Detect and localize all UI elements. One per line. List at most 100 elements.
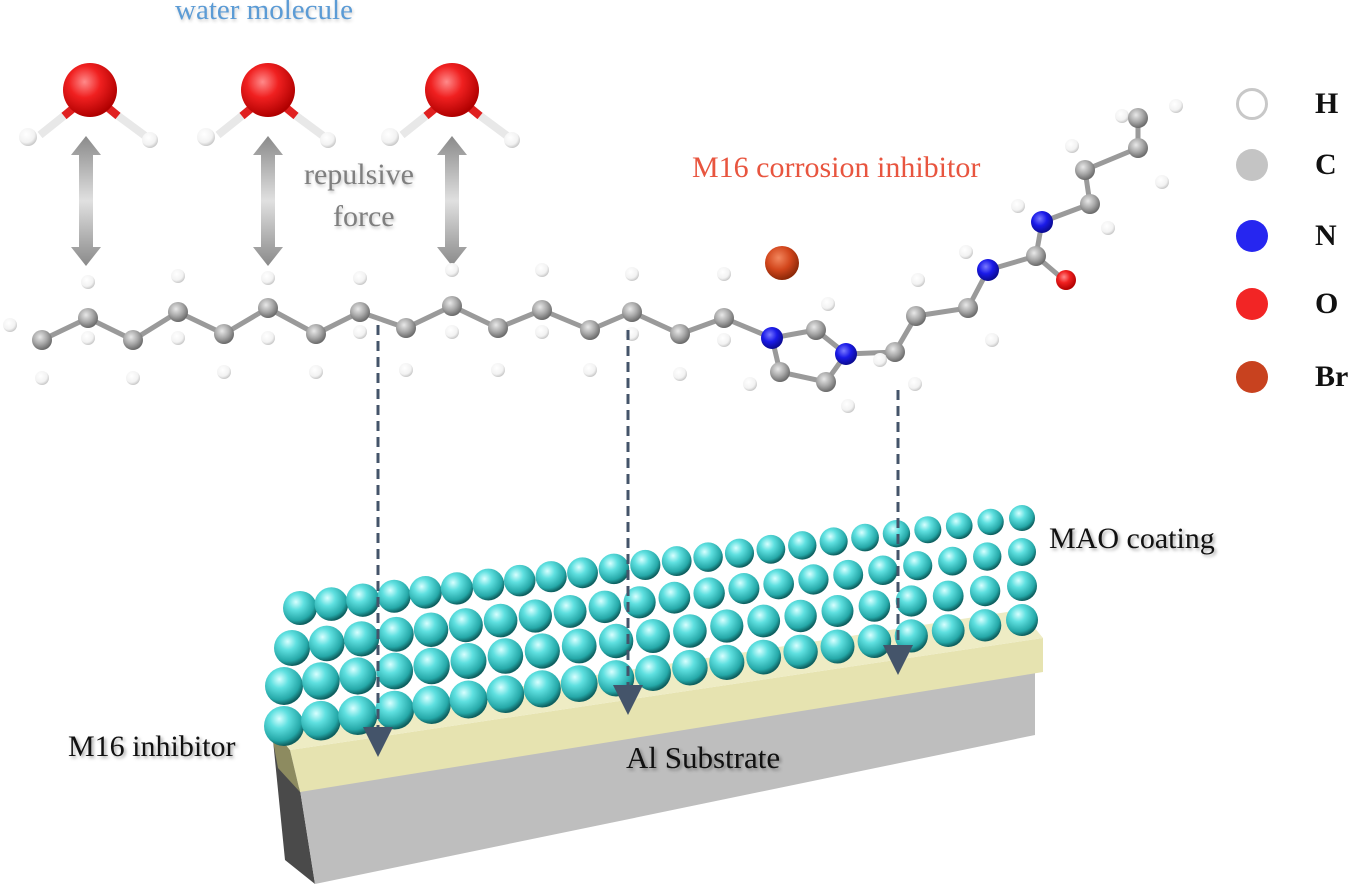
- mao-sphere: [1009, 505, 1035, 531]
- hydrogen-atom: [911, 273, 925, 287]
- carbon-atom: [670, 324, 690, 344]
- hydrogen-atom: [353, 325, 367, 339]
- mao-sphere: [820, 629, 855, 664]
- mao-sphere: [518, 599, 552, 633]
- nitrogen-atom: [835, 343, 857, 365]
- mao-sphere: [523, 670, 561, 708]
- legend-item-o: O: [1236, 287, 1338, 321]
- mao-coating-spheres: [264, 505, 1038, 746]
- carbon-atom: [350, 302, 370, 322]
- bromine-swatch-icon: [1236, 361, 1268, 393]
- hydrogen-atom: [535, 263, 549, 277]
- hydrogen-atom: [841, 399, 855, 413]
- double-arrow-icon: [437, 136, 467, 266]
- mao-sphere: [449, 680, 488, 719]
- hydrogen-atom: [985, 333, 999, 347]
- legend-item-h: H: [1236, 87, 1338, 121]
- mao-sphere: [413, 612, 449, 647]
- mao-sphere: [487, 638, 524, 674]
- mao-sphere: [969, 575, 1001, 607]
- mao-sphere: [588, 590, 622, 624]
- hydrogen-atom: [81, 275, 95, 289]
- mao-sphere: [728, 573, 760, 605]
- hydrogen-atom: [625, 267, 639, 281]
- hydrogen-atom: [673, 367, 687, 381]
- mao-sphere: [283, 591, 317, 625]
- mao-sphere: [724, 538, 755, 568]
- hydrogen-atom: [142, 132, 158, 148]
- hydrogen-atom: [3, 318, 17, 332]
- mao-sphere: [483, 603, 518, 638]
- hydrogen-atom: [583, 363, 597, 377]
- hydrogen-atom: [821, 297, 835, 311]
- legend-label: N: [1315, 219, 1337, 252]
- mao-sphere: [977, 508, 1004, 536]
- carbon-atom: [396, 318, 416, 338]
- mao-sphere: [709, 644, 745, 681]
- water-molecule: [197, 63, 336, 148]
- mao-sphere: [343, 621, 380, 657]
- repulsive-force-arrow: [253, 136, 283, 266]
- mao-sphere: [409, 576, 442, 609]
- hydrogen-atom: [1011, 199, 1025, 213]
- carbon-atom: [1075, 160, 1095, 180]
- nitrogen-atom: [761, 327, 783, 349]
- hydrogen-swatch-icon: [1236, 88, 1268, 120]
- carbon-atom: [885, 342, 905, 362]
- carbon-atom: [1128, 108, 1148, 128]
- mao-sphere: [851, 523, 879, 552]
- mao-sphere: [567, 557, 598, 589]
- water-molecules: [19, 63, 520, 148]
- repulsive-force-arrow: [71, 136, 101, 266]
- legend-item-c: C: [1236, 148, 1337, 182]
- mao-sphere: [938, 546, 967, 576]
- carbon-atom: [906, 306, 926, 326]
- mao-sphere: [819, 527, 848, 556]
- carbon-atom: [806, 320, 826, 340]
- hydrogen-atom: [445, 263, 459, 277]
- carbon-atom: [580, 320, 600, 340]
- m16-inhibitor-label: M16 inhibitor: [68, 730, 236, 763]
- repulsive-force-arrows: [71, 136, 467, 266]
- carbon-atom: [770, 362, 790, 382]
- hydrogen-atom: [959, 245, 973, 259]
- carbon-atom: [214, 324, 234, 344]
- hydrogen-atom: [504, 132, 520, 148]
- mao-sphere: [598, 553, 630, 585]
- mao-sphere: [747, 604, 781, 638]
- mao-sphere: [635, 655, 671, 691]
- mao-sphere: [265, 667, 303, 705]
- mao-sphere: [486, 675, 525, 713]
- carbon-atom: [32, 330, 52, 350]
- carbon-atom: [1128, 138, 1148, 158]
- oxygen-atom: [425, 63, 479, 117]
- water-molecule: [381, 63, 520, 148]
- al-substrate-label: Al Substrate: [626, 740, 781, 775]
- mao-sphere: [301, 700, 341, 741]
- hydrogen-atom: [717, 267, 731, 281]
- mao-sphere: [857, 624, 892, 658]
- mao-sphere: [346, 583, 380, 617]
- mao-sphere: [503, 564, 536, 597]
- mao-sphere: [932, 580, 964, 612]
- mao-sphere: [895, 585, 927, 617]
- mao-sphere: [561, 628, 597, 664]
- mao-sphere: [1006, 604, 1038, 636]
- mao-sphere: [376, 652, 414, 690]
- mao-sphere: [339, 657, 377, 695]
- hydrogen-atom: [535, 325, 549, 339]
- hydrogen-atom: [309, 365, 323, 379]
- legend-item-n: N: [1236, 219, 1337, 253]
- hydrogen-atom: [81, 331, 95, 345]
- m16-molecule: [3, 99, 1183, 413]
- mao-sphere: [894, 619, 928, 653]
- mao-sphere: [973, 542, 1002, 571]
- mao-sphere: [945, 512, 973, 540]
- legend-item-br: Br: [1236, 360, 1348, 394]
- carbon-atom: [306, 324, 326, 344]
- nitrogen-swatch-icon: [1236, 220, 1268, 252]
- mao-sphere: [968, 609, 1002, 642]
- carbon-atom: [622, 302, 642, 322]
- mao-sphere: [693, 542, 723, 572]
- oxygen-atom: [1056, 270, 1076, 290]
